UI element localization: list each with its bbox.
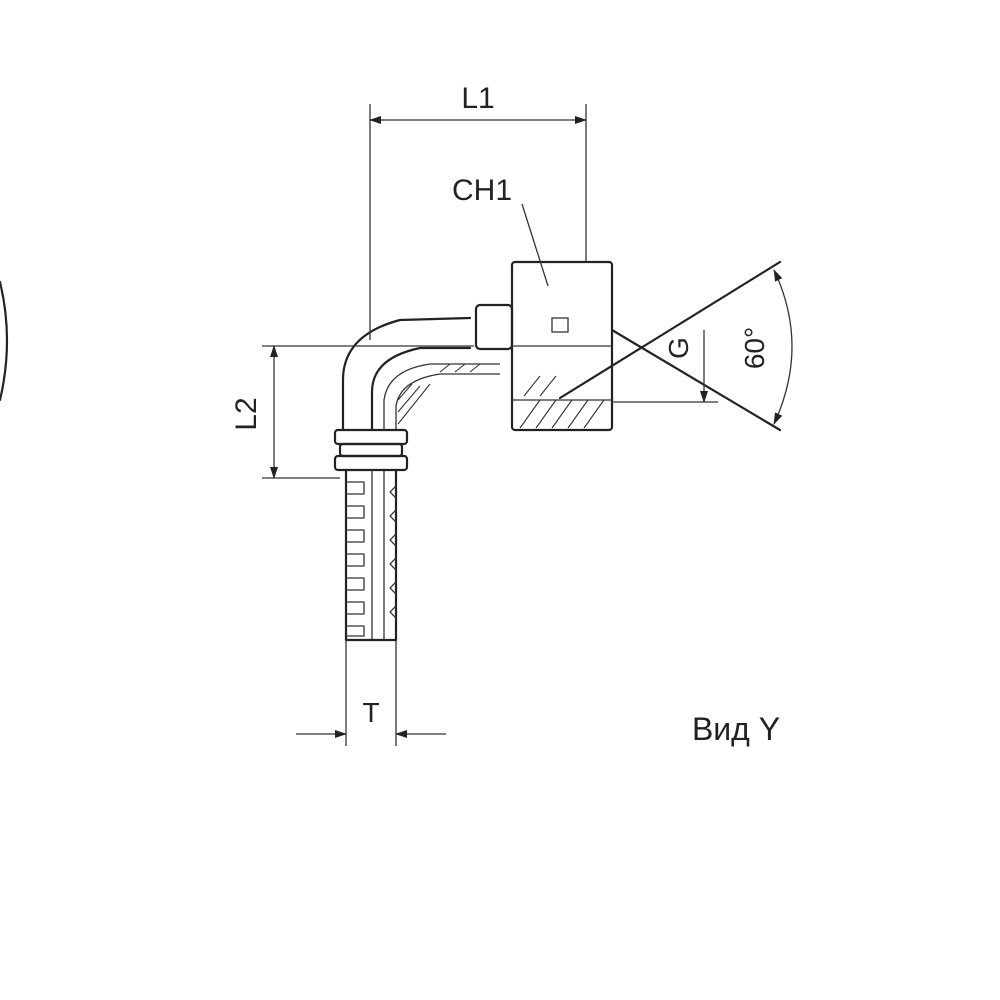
dimension-t: T <box>296 640 446 746</box>
t-label: T <box>362 697 379 728</box>
g-label: G <box>663 337 694 359</box>
dimension-angle: 60° <box>739 270 792 424</box>
angle-label: 60° <box>739 327 770 369</box>
swivel-nut <box>476 262 612 430</box>
view-label: Вид Y <box>692 711 780 747</box>
hose-tail <box>346 470 396 640</box>
dimension-l1: L1 <box>370 82 586 340</box>
adjacent-view-arc <box>0 282 7 400</box>
ch1-callout: CH1 <box>452 174 548 286</box>
l1-label: L1 <box>461 82 494 115</box>
dimension-g: G <box>612 330 718 402</box>
dimension-l2: L2 <box>230 346 474 478</box>
ferrule-collar <box>335 430 407 470</box>
ch1-label: CH1 <box>452 174 512 207</box>
l2-label: L2 <box>230 397 263 430</box>
